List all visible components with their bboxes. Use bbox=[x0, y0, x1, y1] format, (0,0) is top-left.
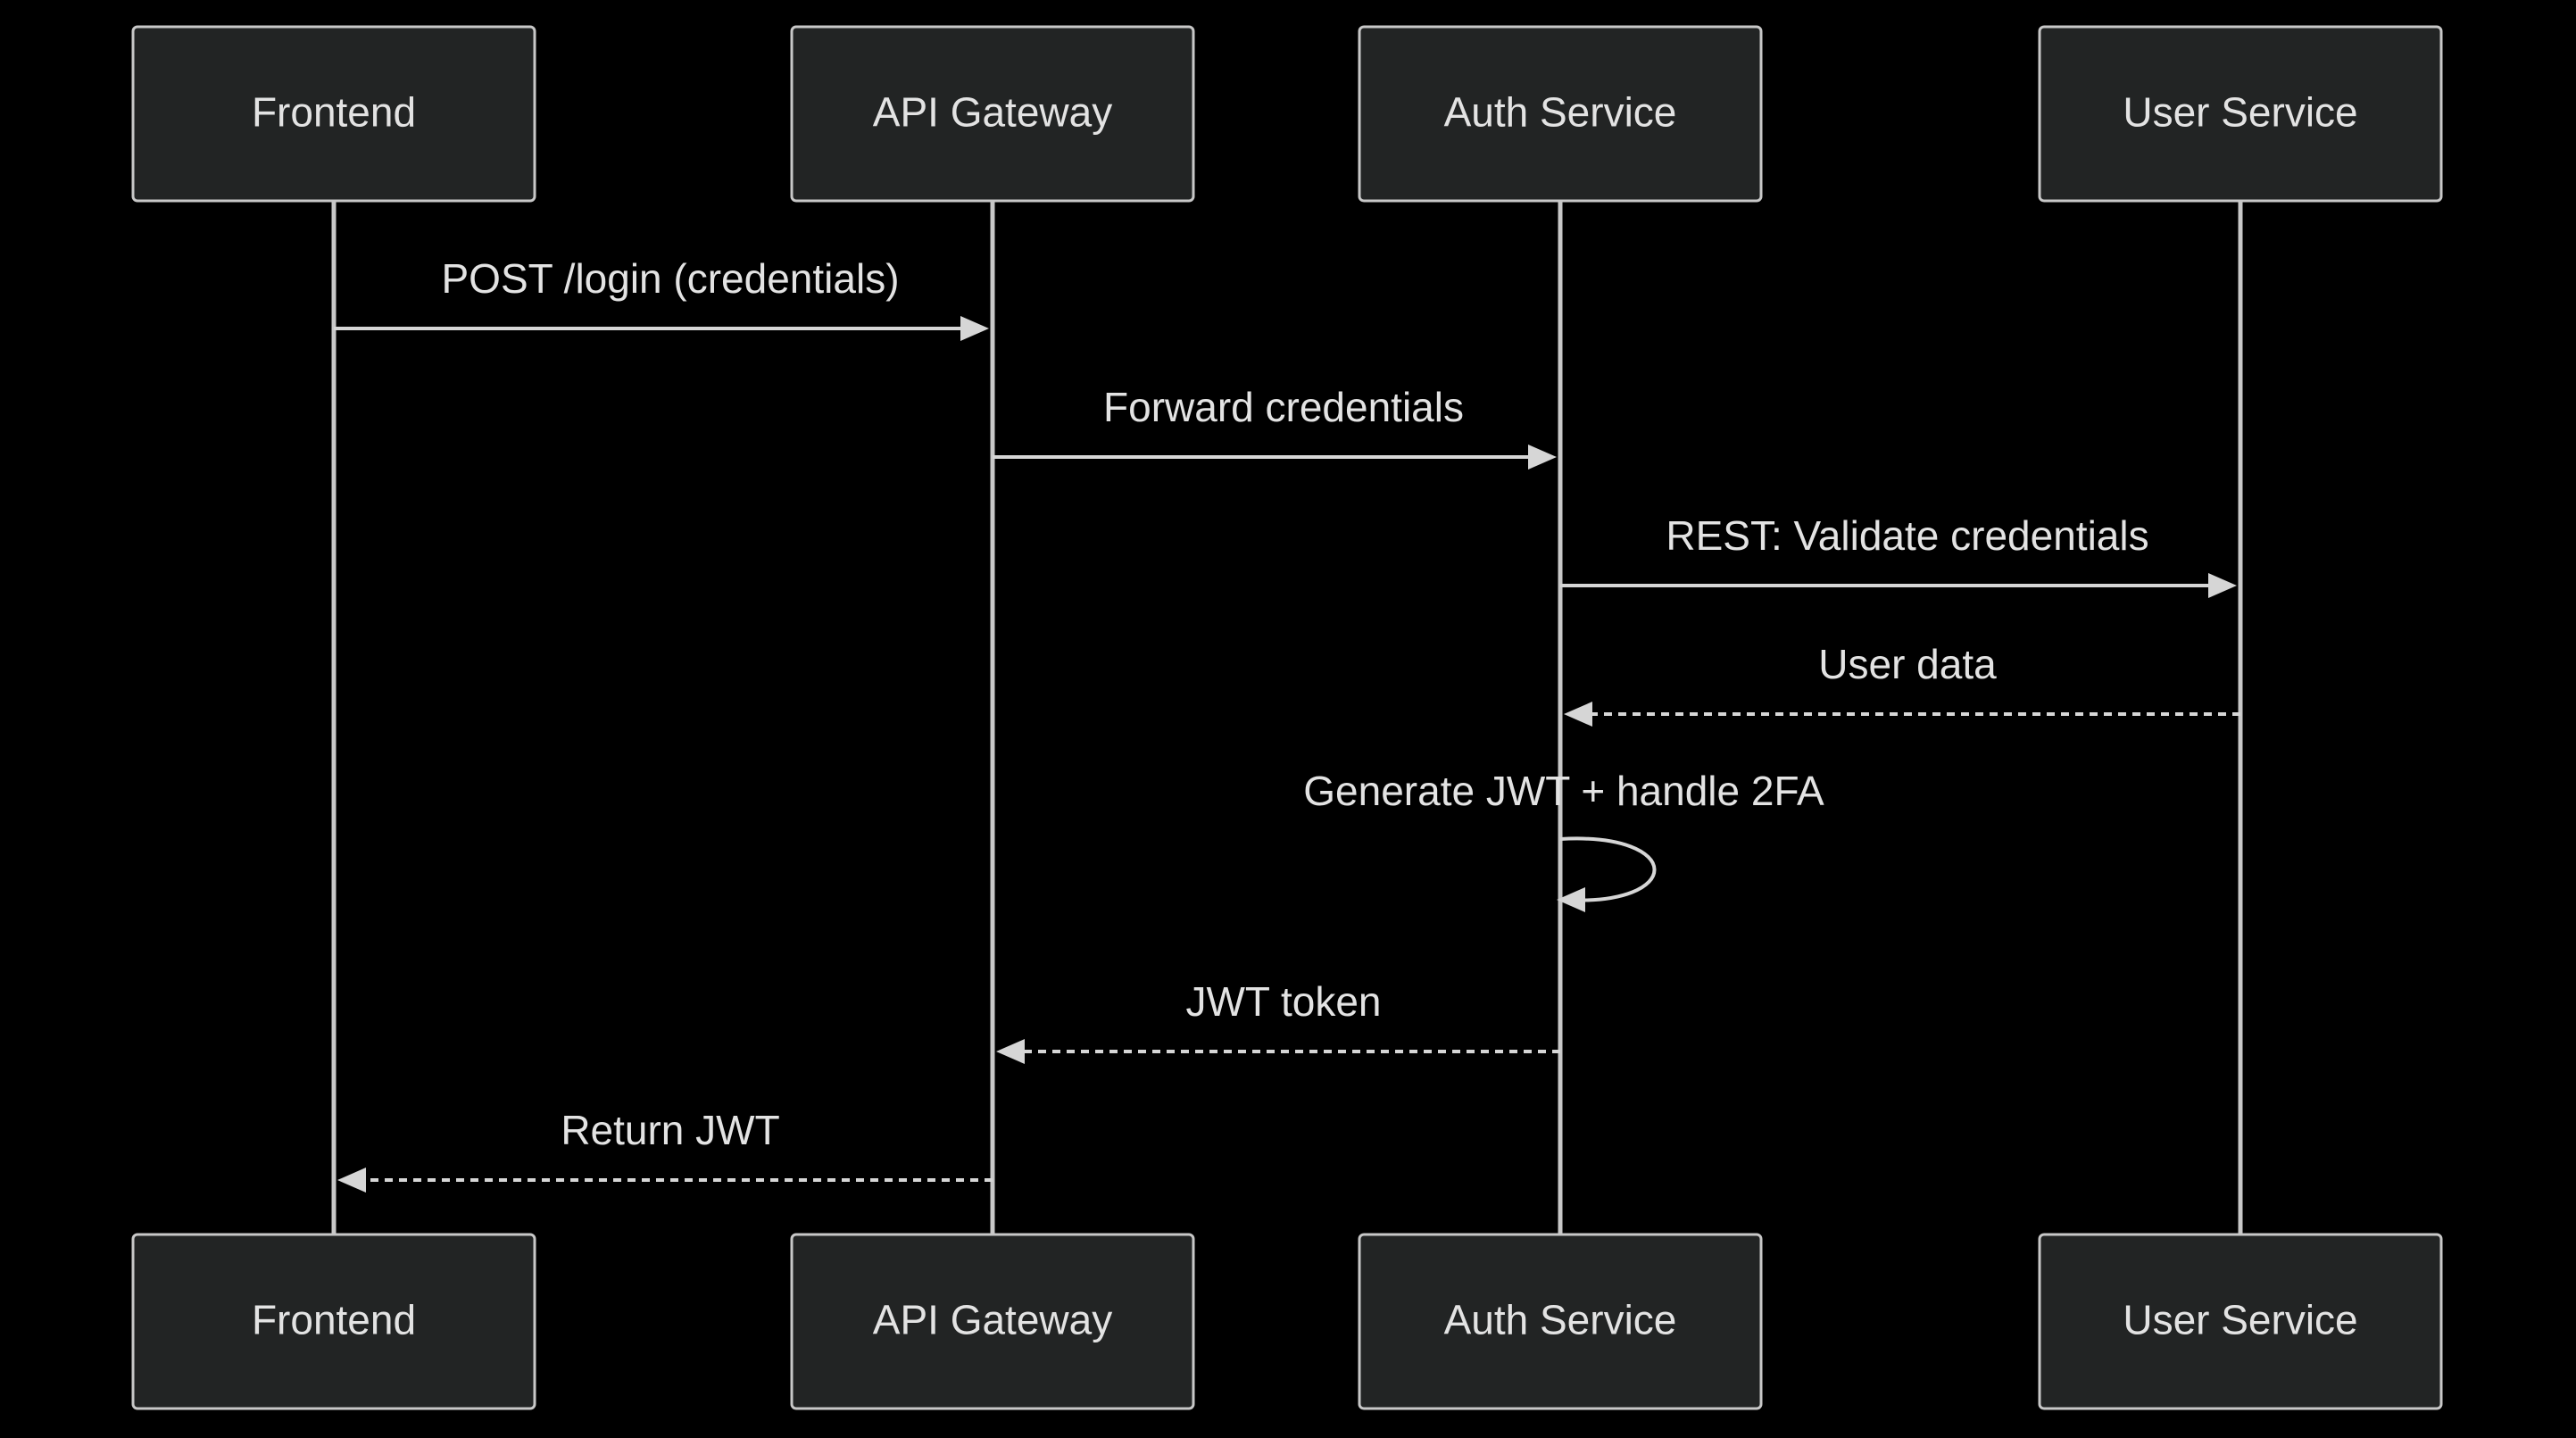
arrowhead bbox=[960, 316, 989, 341]
message-4: User data bbox=[1564, 641, 2240, 727]
message-label: REST: Validate credentials bbox=[1666, 512, 2148, 559]
actor-bottom-user: User Service bbox=[2038, 1233, 2443, 1410]
arrowhead bbox=[337, 1168, 366, 1193]
message-1: POST /login (credentials) bbox=[334, 255, 989, 341]
arrowhead bbox=[996, 1039, 1025, 1064]
message-5: Generate JWT + handle 2FA bbox=[1303, 768, 1824, 912]
actor-box bbox=[1358, 25, 1763, 203]
actor-bottom-frontend: Frontend bbox=[131, 1233, 536, 1410]
message-label: Generate JWT + handle 2FA bbox=[1303, 768, 1824, 814]
message-label: JWT token bbox=[1186, 978, 1382, 1025]
message-label: User data bbox=[1818, 641, 1997, 687]
message-2: Forward credentials bbox=[993, 384, 1557, 470]
actor-box bbox=[1358, 1233, 1763, 1410]
actor-box bbox=[131, 1233, 536, 1410]
message-6: JWT token bbox=[996, 978, 1560, 1064]
actor-box bbox=[131, 25, 536, 203]
actor-top-frontend: Frontend bbox=[131, 25, 536, 203]
actor-bottom-gateway: API Gateway bbox=[790, 1233, 1195, 1410]
message-7: Return JWT bbox=[337, 1107, 993, 1193]
message-3: REST: Validate credentials bbox=[1560, 512, 2237, 598]
actor-top-gateway: API Gateway bbox=[790, 25, 1195, 203]
arrowhead bbox=[1564, 702, 1592, 727]
actor-box bbox=[790, 1233, 1195, 1410]
actor-label: Frontend bbox=[252, 1297, 416, 1343]
actor-box bbox=[790, 25, 1195, 203]
arrowhead bbox=[1557, 887, 1585, 912]
actor-label: API Gateway bbox=[873, 89, 1112, 136]
actor-label: User Service bbox=[2123, 89, 2357, 136]
actor-label: Auth Service bbox=[1444, 89, 1677, 136]
actor-box bbox=[2038, 25, 2443, 203]
actor-label: Auth Service bbox=[1444, 1297, 1677, 1343]
actor-top-user: User Service bbox=[2038, 25, 2443, 203]
actor-label: API Gateway bbox=[873, 1297, 1112, 1343]
message-label: Return JWT bbox=[561, 1107, 779, 1153]
arrowhead bbox=[2208, 573, 2237, 598]
actor-label: Frontend bbox=[252, 89, 416, 136]
message-label: Forward credentials bbox=[1103, 384, 1464, 430]
message-loop bbox=[1559, 836, 1657, 902]
actor-label: User Service bbox=[2123, 1297, 2357, 1343]
arrowhead bbox=[1528, 445, 1557, 470]
actor-top-auth: Auth Service bbox=[1358, 25, 1763, 203]
actor-bottom-auth: Auth Service bbox=[1358, 1233, 1763, 1410]
actor-box bbox=[2038, 1233, 2443, 1410]
message-label: POST /login (credentials) bbox=[441, 255, 899, 302]
